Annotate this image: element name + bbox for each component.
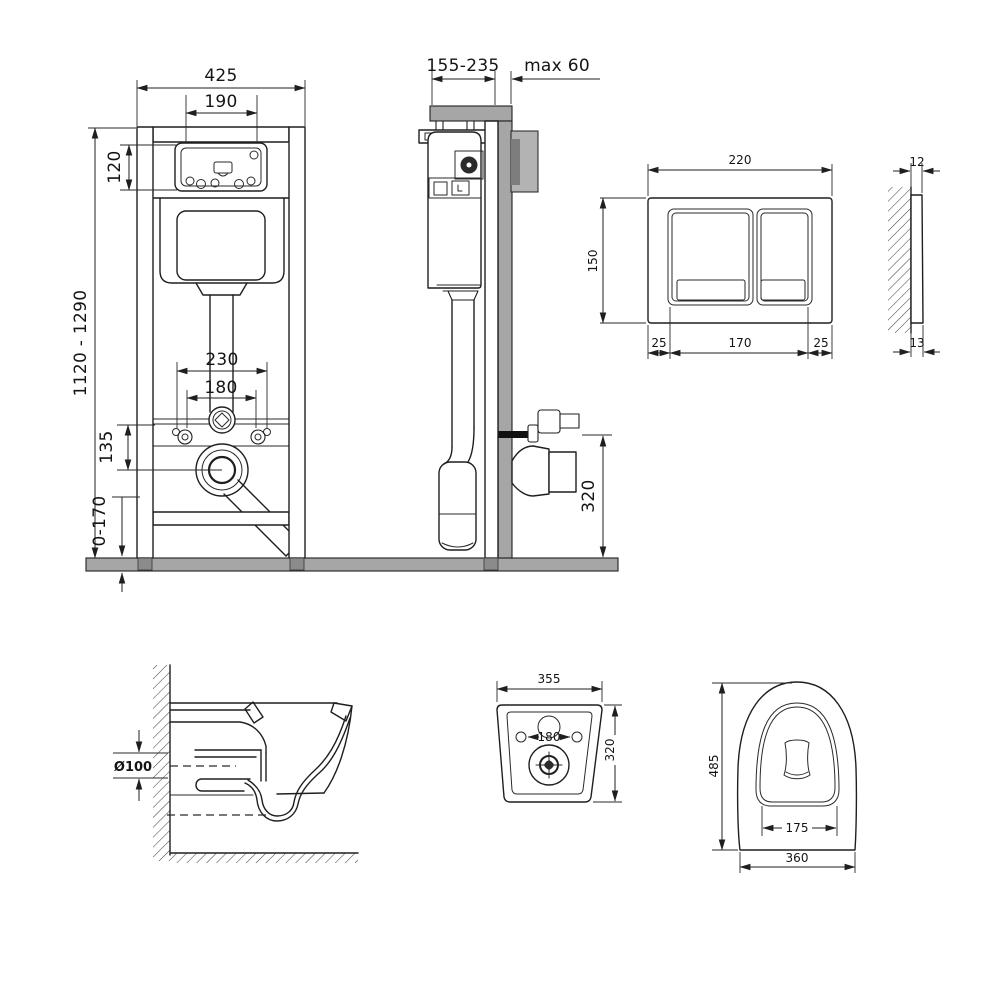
flush-pipe-front	[209, 294, 234, 413]
dim-access-width: 190	[204, 92, 237, 112]
dim-outlet-height: 320	[579, 479, 599, 512]
bowl-profile	[167, 701, 353, 822]
dim-top-depth: 485	[707, 755, 721, 778]
inlet-hole	[537, 715, 561, 739]
dim-plate-height: 150	[586, 250, 600, 273]
small-flush-button	[756, 208, 813, 306]
dim-wall-max: max 60	[524, 56, 590, 76]
big-flush-button	[667, 208, 754, 306]
dim-depth-range: 155-235	[426, 56, 499, 76]
flush-plate-front-view: 220 150 25 170 25	[586, 153, 833, 359]
bowl-top-dimensions: 485 175 360	[707, 682, 856, 873]
dim-drain-offset: 135	[97, 430, 117, 463]
dim-foot-adjust: 0-170	[90, 496, 110, 547]
frame-side-dimensions: 155-235 max 60 320	[426, 56, 612, 558]
dim-plate-right-margin: 25	[813, 336, 828, 350]
dim-frame-height-range: 1120 - 1290	[71, 290, 91, 397]
wall-hatch-section	[153, 665, 170, 861]
cistern-funnel	[195, 282, 248, 296]
dim-plate-button-span: 170	[729, 336, 752, 350]
top-mount-bar	[429, 105, 513, 122]
pipe-collar	[447, 290, 479, 301]
bowl-top-outline	[736, 681, 858, 851]
access-window	[174, 142, 268, 192]
frame-front-dimensions: 425 190 120 1120 - 1290 230 180 135	[71, 66, 306, 592]
dim-frame-width: 425	[204, 66, 237, 86]
flush-plate-side-view: 12 13	[888, 155, 940, 357]
outlet-connector	[511, 445, 577, 497]
access-window-fittings	[185, 150, 259, 189]
frame-foot-right	[289, 557, 305, 571]
frame-rail-left	[136, 126, 154, 559]
flush-pipe-side	[438, 299, 477, 551]
dim-anchor-spacing: 230	[205, 350, 238, 370]
bowl-back-dimensions: 355 180 320	[496, 672, 622, 803]
water-supply-connection	[208, 406, 236, 434]
dim-plate-left-margin: 25	[651, 336, 666, 350]
mounting-bolts	[172, 428, 271, 445]
bowl-back-view: 355 180 320	[496, 672, 622, 803]
plate-body	[647, 197, 833, 324]
frame-side-view: 155-235 max 60 320	[418, 56, 612, 571]
dim-access-height: 120	[105, 150, 125, 183]
bolt-hole-left	[515, 731, 527, 743]
plate-side-dimensions: 12 13	[893, 155, 940, 357]
dim-plate-thickness-top: 12	[909, 155, 924, 169]
valve-cage	[428, 177, 482, 199]
dim-stud-spacing: 180	[204, 378, 237, 398]
dim-plate-thickness-bottom: 13	[909, 336, 924, 350]
water-spot	[783, 739, 811, 780]
dim-plate-width: 220	[729, 153, 752, 167]
frame-rail-side	[484, 120, 499, 559]
plate-front-dimensions: 220 150 25 170 25	[586, 153, 833, 359]
outlet-hole	[528, 744, 570, 786]
threaded-rod	[498, 431, 529, 438]
dim-top-inner-width: 175	[786, 821, 809, 835]
frame-front-view: 425 190 120 1120 - 1290 230 180 135	[71, 66, 306, 592]
dim-back-height: 320	[603, 739, 617, 762]
wall-strip	[497, 120, 513, 559]
cistern-panel	[176, 210, 266, 281]
dim-back-width: 355	[538, 672, 561, 686]
bowl-section-dimensions: Ø100	[113, 730, 168, 801]
frame-rail-right	[288, 126, 306, 559]
bowl-top-view: 485 175 360	[707, 681, 858, 873]
wall-bracket-inner	[511, 139, 520, 185]
dim-top-width: 360	[786, 851, 809, 865]
frame-foot-side	[483, 557, 499, 571]
floor-strip	[85, 557, 619, 572]
dim-outlet-diameter: Ø100	[114, 760, 152, 775]
frame-foot-left	[137, 557, 153, 571]
plate-profile	[910, 194, 924, 324]
wall-hatch	[888, 187, 911, 333]
floor-hatch-section	[170, 853, 358, 863]
dim-back-bolt-spacing: 180	[538, 730, 561, 744]
top-crossbar	[152, 126, 290, 143]
cistern-outline	[159, 197, 285, 284]
lower-crossbar	[152, 511, 290, 526]
inlet-connector	[527, 409, 580, 443]
bolt-hole-right	[571, 731, 583, 743]
bowl-section-view: Ø100	[113, 664, 359, 863]
